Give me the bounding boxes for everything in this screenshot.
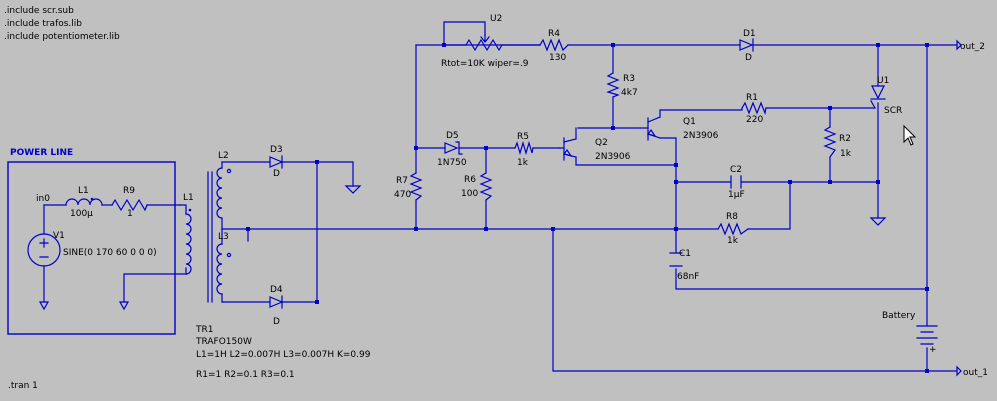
tr1-model: TRAFO150W [195, 337, 252, 347]
r2-value: 1k [840, 149, 852, 159]
r4-resistor[interactable]: R4 130 [539, 29, 569, 63]
q2-transistor[interactable]: Q2 2N3906 [559, 137, 631, 162]
d4-diode[interactable]: D4 D [269, 285, 284, 327]
r4-value: 130 [549, 53, 566, 63]
directive-include-potentiometer: .include potentiometer.lib [4, 32, 120, 42]
directive-include-trafos: .include trafos.lib [4, 19, 82, 29]
r9-name: R9 [123, 186, 135, 196]
d3-diode[interactable]: D3 D [269, 145, 284, 179]
c1-capacitor[interactable]: C1 68nF [669, 249, 699, 282]
u1-scr[interactable]: U1 SCR [870, 76, 902, 116]
d5-zener-diode[interactable]: D5 1N750 [437, 131, 467, 168]
c2-value: 1µF [728, 190, 745, 200]
r3-value: 4k7 [621, 88, 638, 98]
out1-label: out_1 [963, 368, 988, 378]
r8-resistor[interactable]: R8 1k [717, 212, 749, 246]
u2-value: Rtot=10K wiper=.9 [441, 59, 529, 69]
battery-plus: + [929, 345, 937, 355]
secondary-wires [221, 161, 417, 303]
d5-value: 1N750 [437, 158, 467, 168]
tr1-l3-label: L3 [218, 232, 229, 242]
c2-name: C2 [730, 165, 742, 175]
main-wires [415, 21, 958, 372]
r6-resistor[interactable]: R6 100 [461, 172, 493, 201]
r2-resistor[interactable]: R2 1k [823, 126, 852, 159]
tr1-params: L1=1H L2=0.007H L3=0.007H K=0.99 [196, 350, 371, 360]
out1-port[interactable]: out_1 [956, 365, 988, 378]
r7-resistor[interactable]: R7 470 [394, 172, 423, 201]
v1-name: V1 [53, 231, 65, 241]
r2-name: R2 [839, 134, 851, 144]
u1-name: U1 [877, 76, 889, 86]
directive-tran: .tran 1 [8, 381, 38, 391]
tr1-transformer[interactable]: L1 L2 L3 TR1 TRAFO150W L1=1H L2=0.007H L… [179, 151, 371, 380]
power-line-title: POWER LINE [10, 148, 73, 158]
power-line-wires [38, 204, 187, 311]
d4-value: D [273, 317, 280, 327]
d4-name: D4 [270, 285, 283, 295]
r3-resistor[interactable]: R3 4k7 [606, 72, 638, 98]
u2-name: U2 [490, 14, 502, 24]
mouse-pointer-icon [903, 124, 917, 146]
r5-name: R5 [517, 132, 529, 142]
tr1-l2-label: L2 [218, 151, 229, 161]
battery-name: Battery [882, 311, 916, 321]
r9-value: 1 [127, 209, 133, 219]
r7-value: 470 [394, 190, 411, 200]
tr1-name: TR1 [195, 325, 213, 335]
q1-name: Q1 [683, 117, 696, 127]
u1-value: SCR [884, 106, 902, 116]
junction-dots [246, 43, 929, 373]
q1-value: 2N3906 [683, 131, 719, 141]
r6-value: 100 [461, 189, 478, 199]
d1-diode[interactable]: D1 D [739, 29, 756, 63]
r1-resistor[interactable]: R1 220 [741, 93, 767, 125]
d3-name: D3 [270, 145, 283, 155]
power-line-box [7, 161, 176, 335]
q2-value: 2N3906 [595, 152, 631, 162]
d1-value: D [745, 53, 752, 63]
r9-resistor[interactable]: R9 1 [111, 186, 148, 219]
out2-port[interactable]: out_2 [956, 39, 985, 52]
tr1-resistances: R1=1 R2=0.1 R3=0.1 [196, 370, 295, 380]
v1-value: SINE(0 170 60 0 0 0) [63, 248, 157, 258]
q1-transistor[interactable]: Q1 2N3906 [639, 116, 719, 141]
r1-value: 220 [746, 115, 763, 125]
d1-name: D1 [743, 29, 756, 39]
r3-name: R3 [623, 74, 635, 84]
u2-potentiometer[interactable]: U2 Rtot=10K wiper=.9 [441, 14, 541, 69]
r4-name: R4 [548, 29, 560, 39]
r8-value: 1k [727, 236, 739, 246]
net-label-in0: in0 [36, 194, 50, 204]
v1-voltage-source[interactable]: V1 SINE(0 170 60 0 0 0) [27, 231, 157, 267]
l1-name: L1 [78, 186, 89, 196]
c1-value: 68nF [677, 272, 699, 282]
tr1-primary-label: L1 [183, 193, 194, 203]
r6-name: R6 [464, 175, 476, 185]
r5-resistor[interactable]: R5 1k [514, 132, 534, 168]
r5-value: 1k [517, 158, 529, 168]
r8-name: R8 [726, 212, 738, 222]
c2-capacitor[interactable]: C2 1µF [728, 165, 745, 200]
r1-name: R1 [746, 93, 758, 103]
d5-name: D5 [446, 131, 459, 141]
directive-include-scr: .include scr.sub [4, 6, 74, 16]
out2-label: out_2 [960, 42, 985, 52]
l1-value: 100µ [70, 209, 93, 219]
q2-name: Q2 [595, 138, 608, 148]
r7-name: R7 [396, 176, 408, 186]
c1-name: C1 [679, 249, 691, 259]
d3-value: D [273, 169, 280, 179]
battery[interactable]: Battery + [882, 311, 938, 355]
l1-inductor[interactable]: L1 100µ [65, 186, 103, 219]
